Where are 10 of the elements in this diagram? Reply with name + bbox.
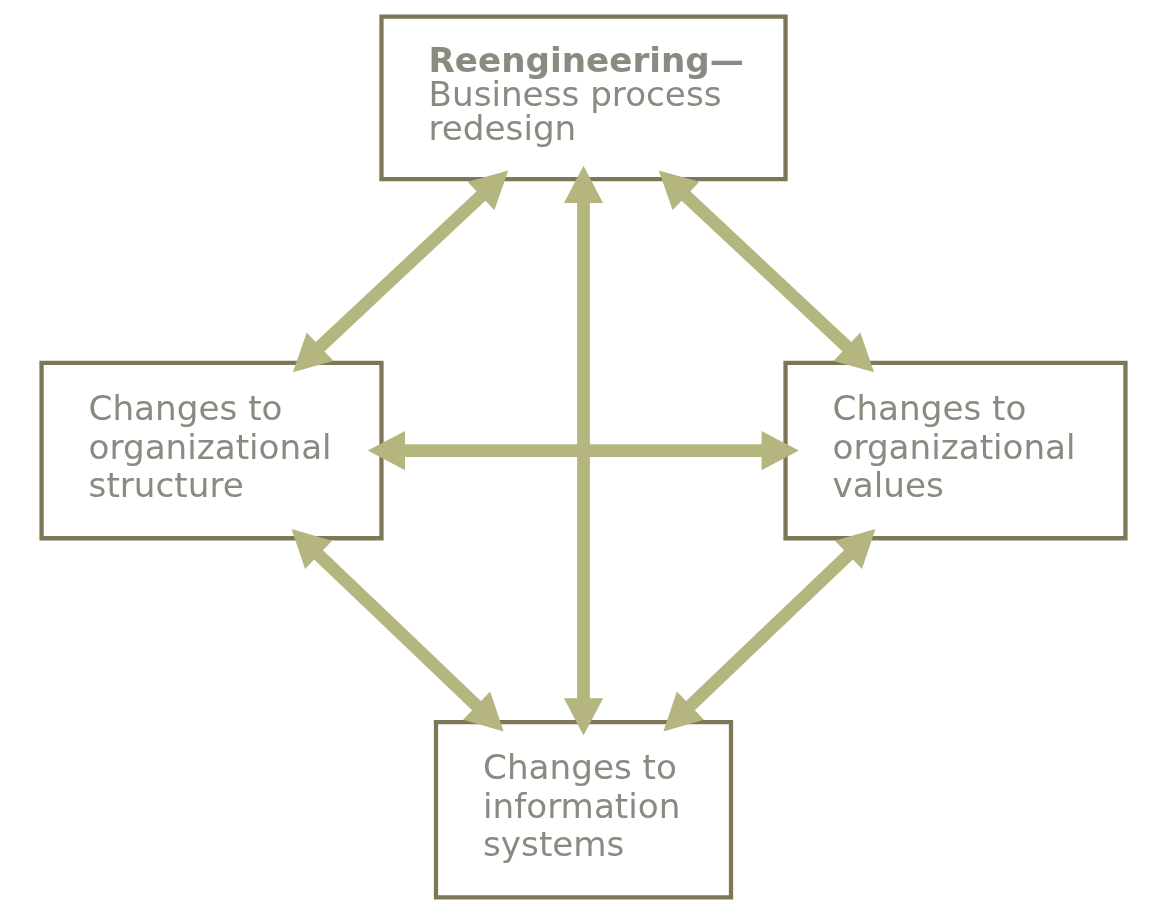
arrow <box>563 165 603 736</box>
node-box: Changes to organizational values <box>782 360 1128 541</box>
node-box: Changes to information systems <box>433 719 733 900</box>
arrow <box>662 529 875 732</box>
node-box: Changes to organizational structure <box>38 360 384 541</box>
arrow <box>291 529 504 732</box>
arrow <box>367 431 799 471</box>
arrow <box>292 170 508 373</box>
node-box: Reengineering— Business process redesign <box>378 14 788 182</box>
arrow <box>658 170 874 373</box>
